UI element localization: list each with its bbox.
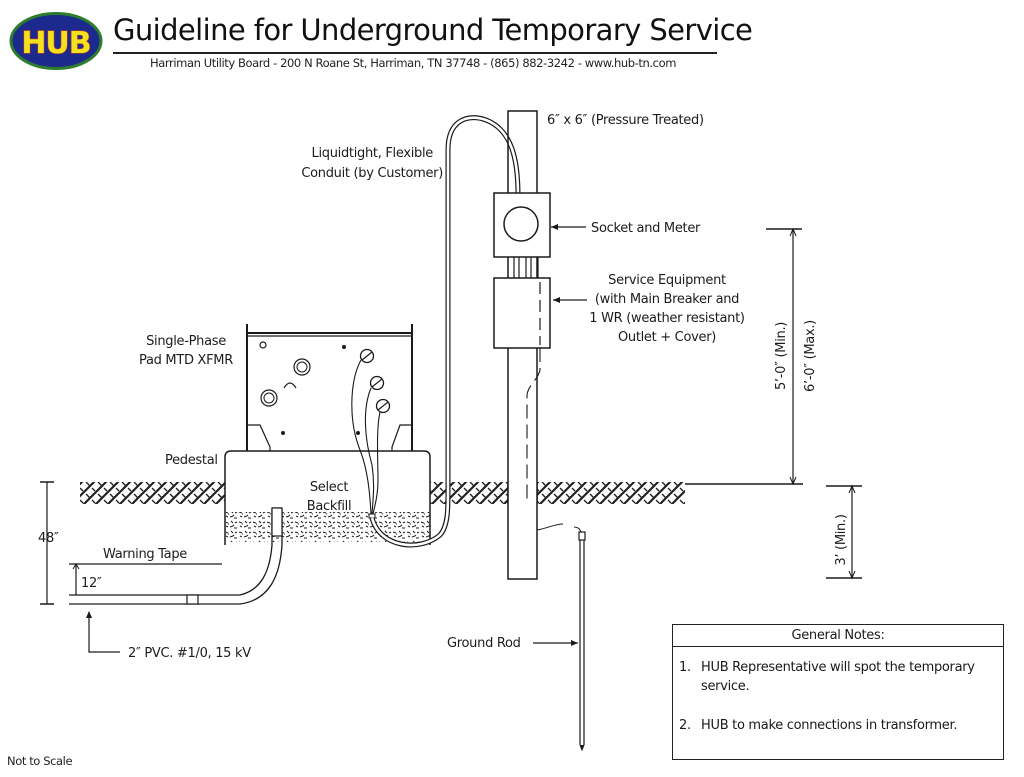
post-label: 6″ x 6″ (Pressure Treated) (547, 113, 704, 128)
backfill-label-line1: Select (310, 480, 349, 495)
select-backfill (226, 512, 430, 542)
service-equipment-box (493, 277, 551, 349)
logo-oval (9, 12, 103, 70)
warning-tape-label: Warning Tape (103, 547, 187, 562)
general-notes-heading: General Notes: (673, 625, 1003, 647)
dimension-12-inch (72, 563, 80, 595)
note-item: 2. HUB to make connections in transforme… (679, 716, 999, 735)
service-eq-label-line3: 1 WR (weather resistant) (589, 311, 744, 326)
meter (503, 206, 539, 242)
bushing (260, 389, 278, 407)
note-item: 1. HUB Representative will spot the temp… (679, 658, 979, 696)
service-conductor (351, 359, 372, 515)
dimension-post-depth (826, 484, 862, 580)
scale-note: Not to Scale (7, 754, 73, 768)
dimension-48-inch (40, 481, 54, 605)
service-eq-label-line1: Service Equipment (608, 273, 726, 288)
depth-48-label: 48″ (38, 531, 59, 546)
backfill-label-line2: Backfill (307, 499, 352, 514)
socket-meter-label: Socket and Meter (591, 221, 701, 236)
service-eq-label-line2: (with Main Breaker and (595, 292, 739, 307)
note-text: HUB Representative will spot the tempora… (701, 660, 975, 694)
note-number: 2. (679, 718, 691, 733)
dimension-meter-height (685, 227, 803, 486)
pvc-label: 2″ PVC. #1/0, 15 kV (128, 646, 251, 661)
xfmr-label-line1: Single-Phase (146, 334, 226, 349)
general-notes-box: General Notes: 1. HUB Representative wil… (672, 624, 1004, 760)
service-conductor (372, 411, 381, 515)
note-number: 1. (679, 660, 691, 675)
height-max-label: 6’-0″ (Max.) (803, 320, 818, 392)
ground-surface-right (537, 482, 685, 504)
pvc-leader (88, 612, 120, 653)
ground-wire (526, 348, 541, 500)
post-depth-label: 3’ (Min.) (834, 514, 849, 565)
service-eq-label-line4: Outlet + Cover) (618, 330, 716, 345)
service-conductor (364, 387, 375, 515)
ground-rod-clamp (578, 531, 586, 541)
xfmr-label-line2: Pad MTD XFMR (139, 353, 233, 368)
ground-rod-label: Ground Rod (447, 636, 521, 651)
hub-logo: HUB (9, 12, 103, 70)
pad-mounted-transformer (246, 324, 413, 451)
page-title: Guideline for Underground Temporary Serv… (113, 13, 753, 47)
conduit-label-line2: Conduit (by Customer) (301, 166, 443, 181)
ground-surface-middle (430, 482, 510, 504)
pedestal (224, 450, 431, 545)
contact-subtitle: Harriman Utility Board - 200 N Roane St,… (150, 56, 677, 70)
pvc-conduit (69, 508, 273, 596)
pedestal-label: Pedestal (165, 453, 218, 468)
conduit-label-line1: Liquidtight, Flexible (312, 146, 434, 161)
title-underline (113, 52, 717, 54)
height-min-label: 5’-0″ (Min.) (774, 322, 789, 390)
meter-socket (493, 192, 551, 258)
note-text: HUB to make connections in transformer. (701, 718, 958, 733)
bushing (293, 358, 311, 376)
ground-surface-left (80, 482, 225, 504)
logo-text: HUB (21, 26, 90, 61)
depth-12-label: 12″ (81, 576, 102, 591)
